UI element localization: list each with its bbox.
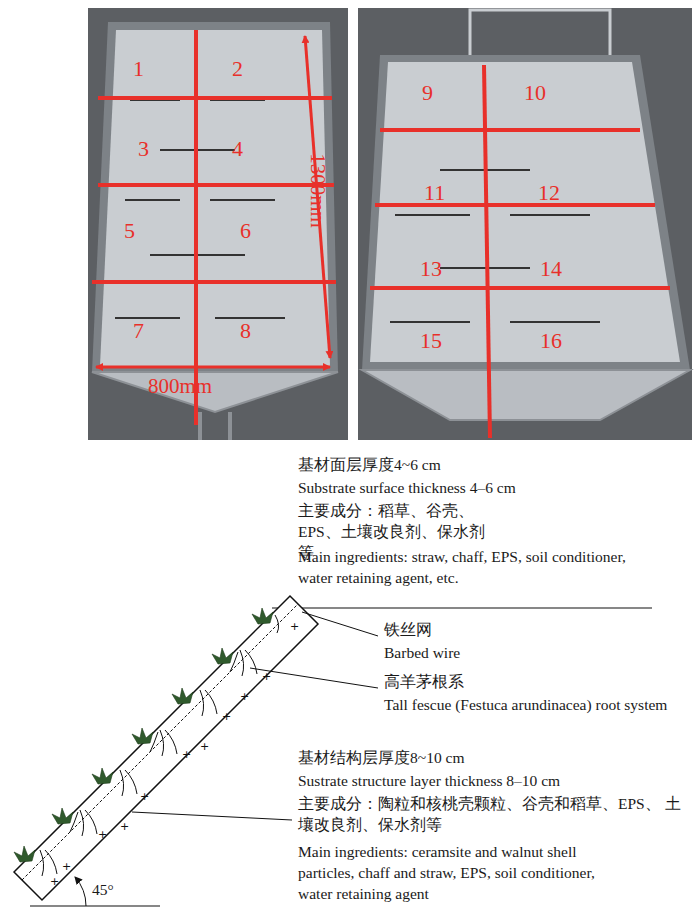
svg-text:+: + [290,620,299,633]
svg-text:+: + [182,748,191,761]
svg-text:+: + [50,875,59,888]
layer-label: Substrate surface thickness 4–6 cm [298,478,678,499]
callout-number: 8 [240,320,251,342]
callout-number: 9 [422,82,433,104]
callout-number: 10 [524,82,546,104]
svg-text:+: + [240,690,249,703]
layer-label: 基材结构层厚度8~10 cm [298,748,678,769]
callout-number: 14 [540,258,562,280]
callout-number: 5 [124,220,135,242]
callout-number: 16 [540,330,562,352]
part-name: 铁丝网 [384,620,584,641]
callout-number: 13 [420,258,442,280]
ingredient-note: 主要成分：陶粒和核桃壳颗粒、谷壳和稻草、EPS、 土壤改良剂、保水剂等 [298,794,688,836]
callout-number: 11 [424,182,445,204]
left-photo [88,8,348,440]
part-name: 高羊茅根系 [384,672,584,693]
angle-label: 45° [92,880,114,901]
layer-label: 基材面层厚度4~6 cm [298,455,678,476]
part-name: Barbed wire [384,643,584,664]
svg-text:+: + [120,820,129,833]
part-name: Tall fescue (Festuca arundinacea) root s… [384,695,674,716]
dimension-label: 800mm [148,376,212,397]
ingredient-note: Main ingredients: ceramsite and walnut s… [298,842,628,905]
svg-text:+: + [222,710,231,723]
callout-number: 12 [538,182,560,204]
callout-number: 2 [232,58,243,80]
svg-text:+: + [98,828,107,841]
callout-number: 7 [133,320,144,342]
right-photo [358,8,692,440]
callout-number: 1 [133,58,144,80]
callout-number: 15 [420,330,442,352]
callout-number: 3 [138,138,149,160]
callout-number: 4 [232,138,243,160]
layer-label: Sustrate structure layer thickness 8–10 … [298,771,688,792]
svg-text:+: + [200,740,209,753]
callout-number: 6 [240,220,251,242]
svg-text:+: + [140,790,149,803]
svg-text:+: + [62,860,71,873]
dimension-label: 1300mm [306,153,327,228]
ingredient-note: Main ingredients: straw, chaff, EPS, soi… [298,547,653,589]
svg-text:+: + [262,670,271,683]
